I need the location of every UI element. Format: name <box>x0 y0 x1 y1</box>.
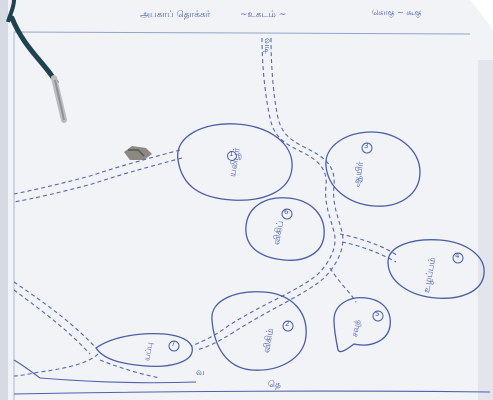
region-6-number: 6 <box>284 208 289 216</box>
region-3-outline <box>325 131 421 207</box>
header-left-text: அபகாப் தொக்கர் <box>140 10 211 20</box>
region-5-outline <box>333 297 391 353</box>
header-right-text: கொகு ~ கூகு <box>372 8 422 17</box>
region-2-outline <box>211 291 307 371</box>
region-7-outline <box>95 332 193 368</box>
dashed-roads <box>13 37 399 379</box>
region-5-number: 5 <box>375 310 380 318</box>
region-1-outline <box>177 123 293 201</box>
region-7-number: 7 <box>171 340 176 348</box>
region-3-number: 3 <box>364 142 369 150</box>
metal-piece-object <box>124 146 152 160</box>
region-4-number: 4 <box>455 252 460 260</box>
bottom-direction-label: தெ <box>268 380 281 390</box>
header-center-text: ~உகடம் ~ <box>240 10 287 20</box>
top-direction-label: வடி <box>262 38 272 54</box>
region-6-outline <box>245 197 325 261</box>
region-1-number: 1 <box>229 150 234 158</box>
region-4-outline <box>387 239 485 299</box>
cable-with-metal-tip <box>6 0 67 123</box>
region-2-number: 2 <box>285 320 290 328</box>
left-edge-label: வ <box>196 368 205 378</box>
